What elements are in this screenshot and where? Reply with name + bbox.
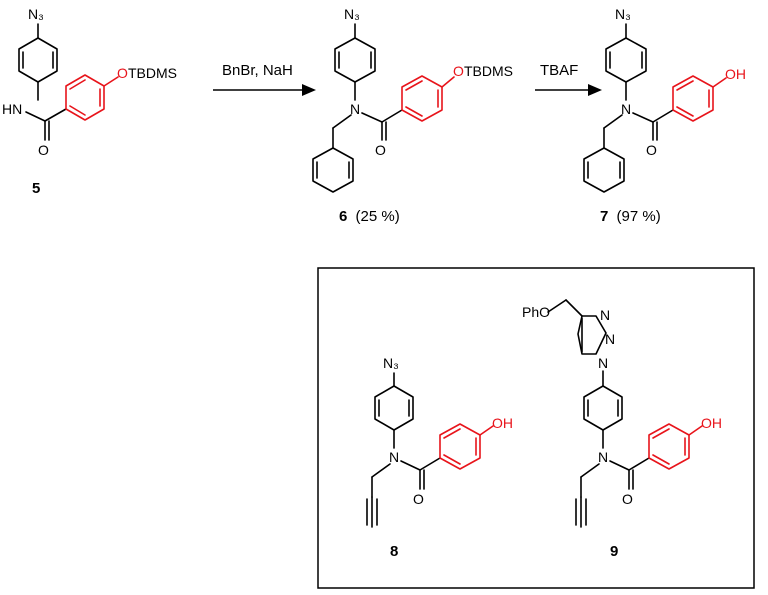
svg-text:N₃: N₃ <box>615 6 631 22</box>
svg-text:N₃: N₃ <box>344 6 360 22</box>
benzene-ring <box>605 37 647 83</box>
svg-text:OH: OH <box>725 66 746 82</box>
benzene-ring <box>374 385 414 431</box>
atom-azide: N₃ <box>28 6 44 22</box>
phenol-ring <box>648 423 690 470</box>
compound-5-number: 5 <box>32 180 40 197</box>
svg-text:O: O <box>375 142 386 158</box>
reagent-1: BnBr, NaH <box>222 62 293 79</box>
svg-text:N: N <box>600 307 610 323</box>
svg-text:N: N <box>605 331 615 347</box>
svg-text:OH: OH <box>492 415 513 431</box>
svg-text:N: N <box>389 449 399 465</box>
svg-text:N: N <box>598 355 608 371</box>
compound-7-label: 7 (97 %) <box>600 208 661 225</box>
atom-ether-o: O <box>117 65 128 81</box>
triazole-ring <box>577 315 607 355</box>
svg-text:O: O <box>646 142 657 158</box>
svg-text:O: O <box>453 63 464 79</box>
atom-carbonyl-o: O <box>38 142 49 158</box>
compound-6-label: 6 (25 %) <box>339 208 400 225</box>
reagent-2: TBAF <box>540 62 578 79</box>
phenol-ring <box>439 423 481 470</box>
compound-9-number: 9 <box>610 543 618 560</box>
compound-5-structure: N₃ HN O O TBDMS <box>2 6 177 158</box>
svg-text:N: N <box>598 449 608 465</box>
svg-text:N: N <box>621 101 631 117</box>
svg-text:O: O <box>413 491 424 507</box>
svg-text:OH: OH <box>701 415 722 431</box>
atom-amide-nh: HN <box>2 101 22 117</box>
phenol-ring <box>65 74 105 121</box>
svg-text:PhO: PhO <box>522 304 550 320</box>
benzyl-ring <box>583 147 625 193</box>
phenol-ring <box>401 75 443 122</box>
svg-text:O: O <box>622 491 633 507</box>
svg-text:TBDMS: TBDMS <box>464 63 513 79</box>
benzyl-ring <box>312 147 354 193</box>
benzene-ring <box>583 385 623 431</box>
svg-text:N: N <box>350 101 360 117</box>
compound-8-number: 8 <box>390 543 398 560</box>
compound-6-structure: N₃ N O O TBDMS <box>312 6 513 193</box>
phenol-ring <box>672 75 714 122</box>
inset-box <box>317 267 755 589</box>
svg-text:N₃: N₃ <box>383 355 399 371</box>
compound-7-structure: N₃ N O OH <box>583 6 746 193</box>
compound-9-structure: PhO N N N N O OH <box>522 299 722 528</box>
benzene-ring <box>18 37 58 83</box>
benzene-ring <box>334 37 376 83</box>
compound-8-structure: N₃ N O OH <box>366 355 513 528</box>
atom-otbdms: TBDMS <box>128 65 177 81</box>
